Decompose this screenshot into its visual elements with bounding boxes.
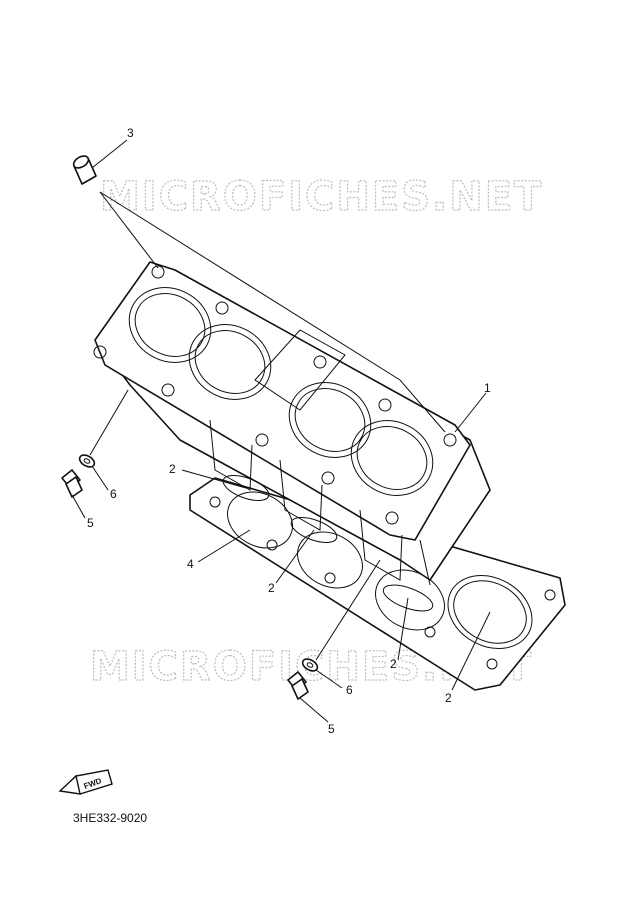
leader-lines xyxy=(71,139,491,723)
cylinder-gasket xyxy=(189,477,566,691)
callout-2: 2 xyxy=(268,581,275,595)
o-rings xyxy=(222,475,434,612)
callout-5: 5 xyxy=(328,722,335,736)
callout-2: 2 xyxy=(169,462,176,476)
washer-left xyxy=(78,454,96,468)
callout-1: 1 xyxy=(484,381,491,395)
watermark-top: MICROFICHES.NET xyxy=(100,174,543,220)
washer-right xyxy=(301,658,319,672)
callout-2: 2 xyxy=(390,657,397,671)
dowel-pin xyxy=(72,155,97,185)
diagram-code: 3HE332-9020 xyxy=(73,811,147,825)
callout-6: 6 xyxy=(110,487,117,501)
bolt-left xyxy=(61,469,83,498)
callout-5: 5 xyxy=(87,516,94,530)
cylinder-block xyxy=(93,261,491,586)
callout-3: 3 xyxy=(127,126,134,140)
callout-2: 2 xyxy=(445,691,452,705)
fwd-arrow-icon: FWD xyxy=(58,769,113,795)
bolt-right xyxy=(287,671,309,700)
callout-6: 6 xyxy=(346,683,353,697)
callout-4: 4 xyxy=(187,557,194,571)
